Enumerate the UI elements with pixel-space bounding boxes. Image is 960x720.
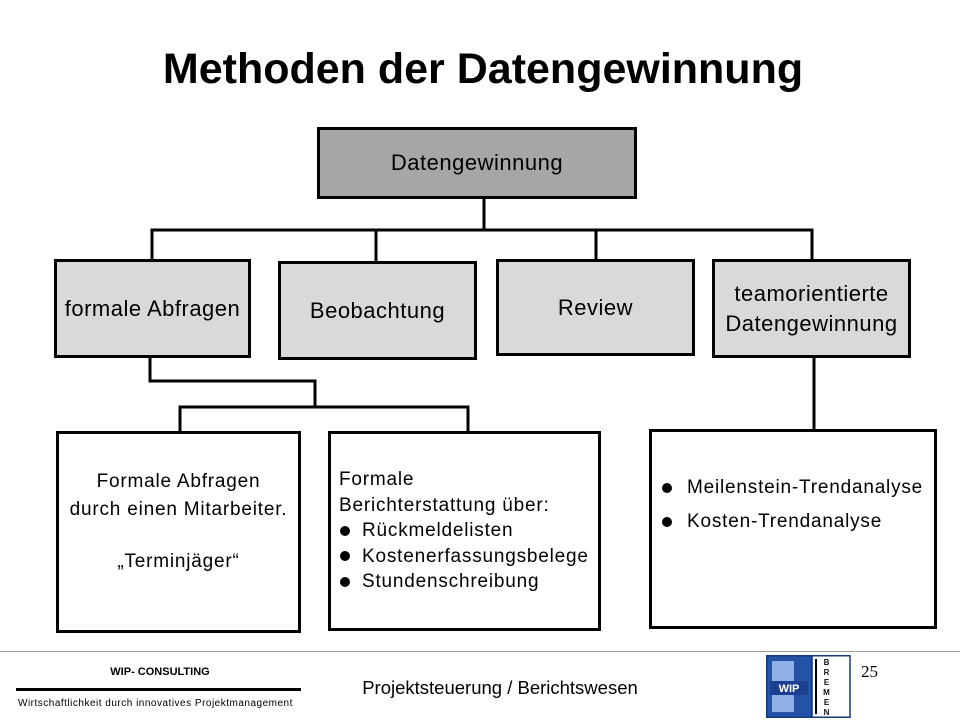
detail-box-formal-reporting: Formale Berichterstattung über: Rückmeld… — [328, 431, 601, 631]
detail-text-nickname: „Terminjäger“ — [117, 551, 240, 572]
footer-company-name: WIP- CONSULTING — [110, 666, 210, 678]
bullet-list-item: Kostenerfassungsbelege — [331, 544, 598, 570]
logo-city-column — [811, 655, 851, 718]
branch-node-formale-abfragen: formale Abfragen — [54, 259, 251, 358]
bullet-dot-icon — [662, 517, 672, 527]
bullet-dot-icon — [340, 576, 350, 587]
branch-node-label: Review — [557, 294, 634, 320]
detail-box-formal-inquiry: Formale Abfragen durch einen Mitarbeiter… — [56, 431, 301, 633]
bullet-list-item: Kosten-Trendanalyse — [652, 505, 934, 539]
bullet-dot-icon — [340, 551, 350, 562]
footer-divider — [0, 651, 960, 652]
connector-branch-bus — [150, 228, 814, 261]
branch-node-label: formale Abfragen — [64, 295, 241, 321]
connector-formale-stem — [148, 356, 317, 409]
bullet-text: Rückmeldelisten — [362, 520, 514, 541]
footer-section-title: Projektsteuerung / Berichtswesen — [362, 677, 638, 698]
detail-text-line: durch einen Mitarbeiter. — [69, 499, 288, 520]
root-node-datengewinnung: Datengewinnung — [317, 127, 637, 199]
logo-text-band — [770, 681, 808, 695]
bullet-text: Kosten-Trendanalyse — [687, 511, 883, 532]
detail-text-line: Formale — [339, 469, 415, 490]
footer-company-underline — [16, 688, 301, 691]
logo-mark-text: WIP — [779, 683, 800, 695]
detail-text-line: Formale Abfragen — [96, 471, 261, 492]
root-node-label: Datengewinnung — [390, 150, 564, 175]
bullet-text: Meilenstein-Trendanalyse — [687, 477, 924, 498]
slide-title: Methoden der Datengewinnung — [162, 45, 804, 93]
bullet-dot-icon — [662, 483, 672, 493]
wip-bremen-logo: WIP — [766, 655, 851, 718]
branch-node-label: Beobachtung — [309, 297, 446, 323]
bullet-text: Stundenschreibung — [362, 571, 540, 592]
bullet-dot-icon — [340, 525, 350, 536]
bullet-list-item: Stundenschreibung — [331, 569, 598, 595]
branch-node-label-line-2: Datengewinnung — [725, 310, 898, 336]
footer-tagline: Wirtschaftlichkeit durch innovatives Pro… — [18, 698, 293, 709]
connector-formale-split — [178, 405, 470, 433]
detail-text-line: Berichterstattung über: — [339, 494, 550, 516]
branch-node-review: Review — [496, 259, 695, 356]
bullet-list-item: Rückmeldelisten — [331, 518, 598, 544]
bullet-list-item: Meilenstein-Trendanalyse — [652, 471, 934, 505]
bullet-text: Kostenerfassungsbelege — [362, 545, 589, 567]
page-number: 25 — [861, 662, 878, 681]
branch-node-label-line-1: teamorientierte — [734, 280, 889, 306]
branch-node-beobachtung: Beobachtung — [278, 261, 477, 360]
logo-city-text: BREMEN — [822, 658, 831, 718]
branch-node-teamorientierte-datengewinnung: teamorientierte Datengewinnung — [712, 259, 911, 358]
detail-box-team-methods: Meilenstein-Trendanalyse Kosten-Trendana… — [649, 429, 937, 629]
